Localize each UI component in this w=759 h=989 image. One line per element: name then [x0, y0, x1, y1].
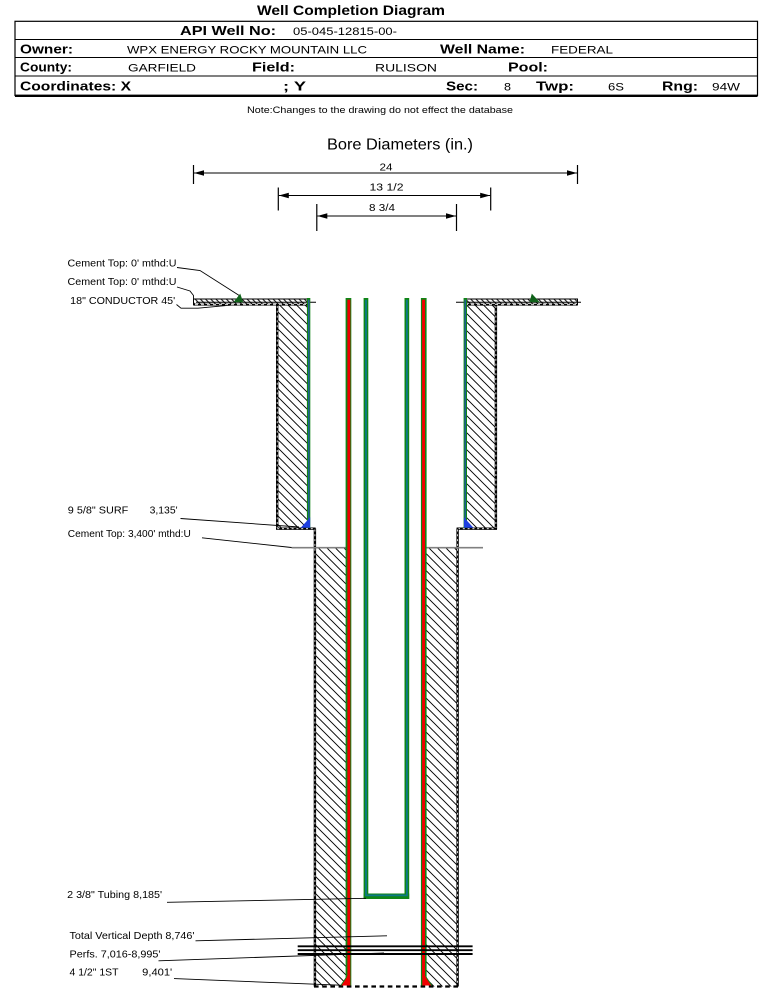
svg-text:Perfs. 7,016-8,995': Perfs. 7,016-8,995' — [70, 948, 161, 960]
svg-text:6S: 6S — [608, 82, 624, 94]
svg-text:8 3/4: 8 3/4 — [369, 202, 395, 214]
svg-text:Total Vertical Depth 8,746': Total Vertical Depth 8,746' — [70, 930, 195, 942]
svg-text:GARFIELD: GARFIELD — [128, 63, 196, 75]
svg-text:Cement Top: 0' mthd:U: Cement Top: 0' mthd:U — [68, 258, 177, 270]
svg-text:94W: 94W — [712, 82, 741, 94]
svg-text:Pool:: Pool: — [508, 61, 548, 75]
svg-text:2 3/8" Tubing 8,185': 2 3/8" Tubing 8,185' — [67, 889, 162, 901]
svg-text:Field:: Field: — [252, 61, 295, 75]
svg-text:Well Name:: Well Name: — [440, 43, 525, 57]
svg-text:4 1/2" 1ST: 4 1/2" 1ST — [70, 967, 120, 979]
svg-text:API Well No:: API Well No: — [180, 24, 276, 38]
svg-text:; Y: ; Y — [283, 80, 307, 94]
svg-text:Note:Changes to the drawing do: Note:Changes to the drawing do not effec… — [247, 105, 513, 116]
svg-text:FEDERAL: FEDERAL — [551, 45, 613, 57]
svg-text:Sec:: Sec: — [446, 80, 478, 94]
svg-text:Cement Top: 3,400' mthd:U: Cement Top: 3,400' mthd:U — [68, 528, 191, 540]
svg-text:18" CONDUCTOR 45': 18" CONDUCTOR 45' — [70, 295, 175, 307]
svg-text:24: 24 — [380, 162, 393, 174]
svg-text:8: 8 — [504, 82, 511, 94]
svg-text:3,135': 3,135' — [150, 505, 178, 517]
svg-text:9 5/8" SURF: 9 5/8" SURF — [68, 505, 129, 517]
svg-text:13 1/2: 13 1/2 — [370, 182, 404, 194]
svg-text:Owner:: Owner: — [20, 43, 73, 57]
svg-text:Twp:: Twp: — [536, 80, 574, 94]
svg-text:Bore Diameters (in.): Bore Diameters (in.) — [327, 137, 473, 154]
svg-text:County:: County: — [20, 61, 72, 75]
svg-text:RULISON: RULISON — [375, 63, 437, 75]
svg-text:Cement Top: 0' mthd:U: Cement Top: 0' mthd:U — [68, 276, 177, 288]
svg-text:05-045-12815-00-: 05-045-12815-00- — [293, 26, 397, 38]
svg-text:Coordinates: X: Coordinates: X — [20, 80, 132, 94]
svg-text:Rng:: Rng: — [662, 80, 698, 94]
svg-text:9,401': 9,401' — [142, 967, 172, 979]
svg-text:Well Completion Diagram: Well Completion Diagram — [257, 2, 445, 18]
svg-text:WPX ENERGY ROCKY MOUNTAIN LLC: WPX ENERGY ROCKY MOUNTAIN LLC — [127, 45, 367, 57]
